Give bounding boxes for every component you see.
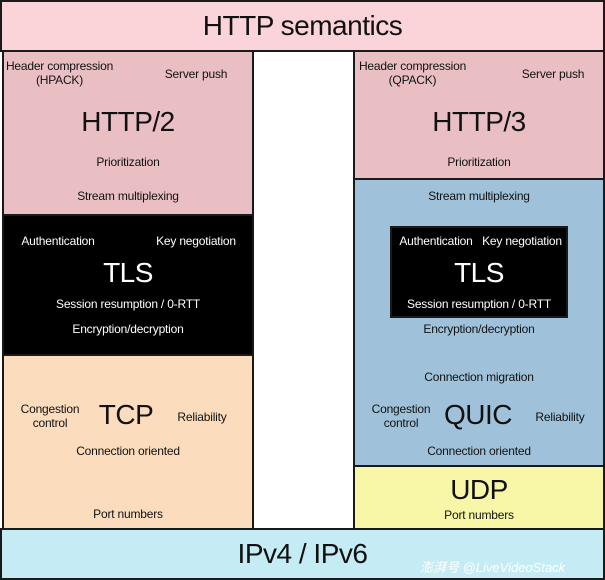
quic-title: QUIC — [444, 399, 513, 430]
tls-left-title: TLS — [103, 257, 153, 288]
tls-right-session-resumption-label: Session resumption / 0-RTT — [407, 297, 551, 311]
ip-layer-label: IPv4 / IPv6 — [237, 538, 368, 569]
quic-connection-migration-label: Connection migration — [424, 370, 534, 384]
http3-server-push-label: Server push — [521, 67, 585, 81]
quic-connection-oriented-label: Connection oriented — [427, 444, 531, 458]
watermark-text: 澎湃号 @LiveVideoStack — [420, 560, 566, 575]
http3-prioritization-label: Prioritization — [447, 155, 511, 169]
ip-layer — [0, 528, 605, 580]
tcp-layer — [2, 354, 254, 530]
tcp-title: TCP — [98, 399, 154, 430]
tls-right-title: TLS — [454, 257, 504, 288]
quic-congestion-control-label: Congestion control — [371, 402, 431, 430]
http-semantics-layer — [0, 0, 605, 52]
quic-reliability-label: Reliability — [535, 410, 585, 424]
tls-right-authentication-label: Authentication — [399, 234, 473, 248]
http3-layer — [353, 50, 605, 180]
tls-left-encryption-label: Encryption/decryption — [72, 322, 184, 336]
tls-left-key-negotiation-label: Key negotiation — [156, 234, 236, 248]
tcp-port-numbers-label: Port numbers — [93, 507, 163, 521]
http3-title: HTTP/3 — [432, 106, 526, 137]
http2-title: HTTP/2 — [81, 106, 175, 137]
udp-layer — [353, 465, 605, 530]
tls-left-authentication-label: Authentication — [21, 234, 95, 248]
http2-prioritization-label: Prioritization — [96, 155, 160, 169]
tls-left-session-resumption-label: Session resumption / 0-RTT — [56, 297, 200, 311]
tcp-connection-oriented-label: Connection oriented — [76, 444, 180, 458]
http2-layer — [2, 50, 254, 216]
http2-stream-multiplexing-label: Stream multiplexing — [77, 189, 179, 203]
http-semantics-label: HTTP semantics — [202, 10, 403, 41]
udp-port-numbers-label: Port numbers — [444, 508, 514, 522]
quic-stream-multiplexing-label: Stream multiplexing — [428, 189, 530, 203]
tcp-congestion-control-label: Congestion control — [20, 402, 80, 430]
tls-layer-right — [390, 226, 568, 318]
http2-server-push-label: Server push — [164, 67, 228, 81]
tcp-reliability-label: Reliability — [177, 410, 227, 424]
udp-title: UDP — [450, 474, 508, 505]
tls-right-key-negotiation-label: Key negotiation — [482, 234, 562, 248]
http2-header-compression-label: Header compression (HPACK) — [5, 59, 114, 87]
quic-encryption-label: Encryption/decryption — [423, 322, 535, 336]
http3-header-compression-label: Header compression (QPACK) — [358, 59, 467, 87]
